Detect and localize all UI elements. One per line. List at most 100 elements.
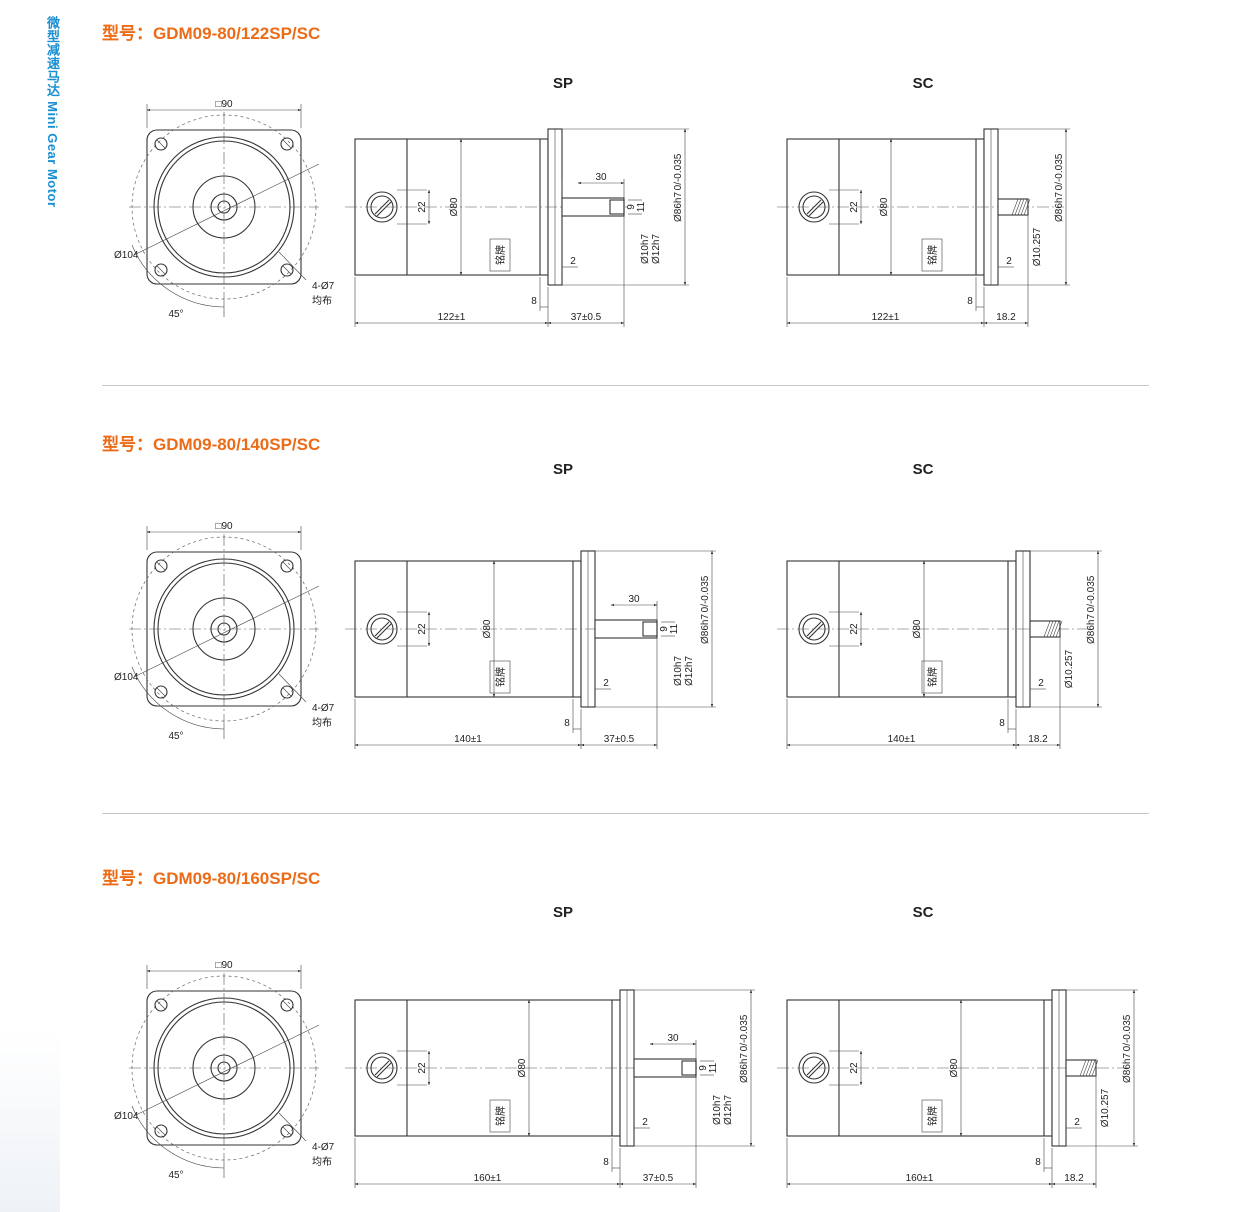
sc-view-label: SC xyxy=(913,461,934,478)
mount-hole-1 xyxy=(154,998,168,1012)
sp-shaft-d1-label: Ø10h7 xyxy=(673,656,684,686)
mount-hole-4 xyxy=(280,263,294,277)
front-diameter-label: Ø104 xyxy=(114,672,139,683)
sc-height-dim: 22 xyxy=(849,201,860,213)
sc-shaft xyxy=(1029,620,1061,638)
front-holes-note: 均布 xyxy=(312,1156,332,1168)
sp-tolerance-label: 0/-0.035 xyxy=(739,1014,750,1051)
mount-hole-mark xyxy=(282,1126,292,1136)
sc-gear-tooth xyxy=(1043,620,1051,638)
sc-length-dim: 160±1 xyxy=(906,1173,934,1184)
sp-key-length-dim: 30 xyxy=(667,1033,679,1044)
sc-terminal-slot xyxy=(808,623,824,639)
sidebar-title: 微型减速马达 Mini Gear Motor xyxy=(45,16,60,208)
sc-gear-tooth xyxy=(1046,620,1054,638)
sc-gear-tooth xyxy=(1091,1059,1099,1077)
sc-nameplate-label: 铭牌 xyxy=(926,245,939,265)
front-holes-label: 4-Ø7 xyxy=(312,281,335,292)
mount-hole-mark xyxy=(156,1126,166,1136)
sp-nameplate-box xyxy=(489,238,511,272)
sp-key-length-dim: 30 xyxy=(628,594,640,605)
sp-key-h1-label: 9 xyxy=(626,204,637,210)
mount-hole-1 xyxy=(154,137,168,151)
sc-gear-tooth xyxy=(1014,198,1022,216)
sc-terminal-slot xyxy=(808,1062,824,1078)
front-angle-label: 45° xyxy=(168,1170,183,1181)
sc-tolerance-label: 0/-0.035 xyxy=(1054,153,1065,190)
sc-flange-label: 2 xyxy=(1006,256,1012,267)
sp-shaft-d2-label: Ø12h7 xyxy=(651,234,662,264)
sp-nameplate-box xyxy=(489,1099,511,1133)
sp-key-h1-label: 9 xyxy=(659,626,670,632)
sc-flange-dia-dim: Ø86h7 xyxy=(1086,614,1097,644)
sp-body-dia-dim: Ø80 xyxy=(517,1058,528,1077)
sc-shaft-length-dim: 18.2 xyxy=(996,312,1016,323)
sp-flange-dia-dim: Ø86h7 xyxy=(673,192,684,222)
sc-nameplate-box xyxy=(921,238,943,272)
sp-view-label: SP xyxy=(553,75,573,92)
sp-key-length-dim: 30 xyxy=(595,172,607,183)
sp-nameplate-label: 铭牌 xyxy=(494,245,507,265)
mount-hole-2 xyxy=(280,137,294,151)
sc-body-dia-dim: Ø80 xyxy=(879,197,890,216)
sp-body-dia-dim: Ø80 xyxy=(449,197,460,216)
sp-nameplate-label: 铭牌 xyxy=(494,1106,507,1126)
sp-shaft-d1-label: Ø10h7 xyxy=(640,234,651,264)
diameter-leader xyxy=(133,163,320,256)
sc-nameplate-label: 铭牌 xyxy=(926,1106,939,1126)
sp-flange-label: 2 xyxy=(603,678,609,689)
sp-length-dim: 122±1 xyxy=(438,312,466,323)
sc-shaft xyxy=(1065,1059,1097,1077)
mount-hole-2 xyxy=(280,559,294,573)
sp-height-dim: 22 xyxy=(417,201,428,213)
sc-gap-label: 8 xyxy=(1035,1157,1041,1168)
sc-gear-tooth xyxy=(1049,620,1057,638)
sp-key-h2-label: 11 xyxy=(636,201,647,212)
sc-gear-tooth xyxy=(1055,620,1063,638)
front-square-dim: □90 xyxy=(215,99,233,110)
sp-height-dim: 22 xyxy=(417,1062,428,1074)
sp-length-dim: 140±1 xyxy=(454,734,482,745)
mount-hole-mark xyxy=(156,265,166,275)
holes-leader xyxy=(278,1112,307,1142)
sc-gap-label: 8 xyxy=(967,296,973,307)
mount-hole-4 xyxy=(280,1124,294,1138)
sp-key-h2-label: 11 xyxy=(708,1062,719,1073)
sc-shaft-length-dim: 18.2 xyxy=(1064,1173,1084,1184)
section-divider-2 xyxy=(102,813,1149,814)
sp-shaft xyxy=(594,619,658,639)
sp-key-h1-label: 9 xyxy=(698,1065,709,1071)
sc-gear-tooth xyxy=(1085,1059,1093,1077)
sc-gear-tooth xyxy=(1079,1059,1087,1077)
mount-hole-mark xyxy=(282,687,292,697)
angle-arc xyxy=(131,244,225,308)
mount-hole-mark xyxy=(156,139,166,149)
sc-gear-tooth xyxy=(1011,198,1019,216)
front-angle-label: 45° xyxy=(168,731,183,742)
sp-gap-label: 8 xyxy=(603,1157,609,1168)
front-holes-label: 4-Ø7 xyxy=(312,1142,335,1153)
section-divider-1 xyxy=(102,385,1149,386)
sc-height-dim: 22 xyxy=(849,1062,860,1074)
sc-shaft xyxy=(997,198,1029,216)
sc-gear-tooth xyxy=(1020,198,1028,216)
sp-key-h2-label: 11 xyxy=(669,623,680,634)
sp-tolerance-label: 0/-0.035 xyxy=(700,575,711,612)
sp-nameplate-label: 铭牌 xyxy=(494,667,507,687)
sc-height-dim: 22 xyxy=(849,623,860,635)
mount-hole-3 xyxy=(154,1124,168,1138)
sp-shaft-length-dim: 37±0.5 xyxy=(571,312,602,323)
sp-gap-label: 8 xyxy=(531,296,537,307)
sp-shaft-length-dim: 37±0.5 xyxy=(604,734,635,745)
sp-shaft xyxy=(633,1058,697,1078)
front-holes-label: 4-Ø7 xyxy=(312,703,335,714)
front-diameter-label: Ø104 xyxy=(114,250,139,261)
sp-terminal-slot xyxy=(376,623,392,639)
sp-shaft-d1-label: Ø10h7 xyxy=(712,1095,723,1125)
sp-flange-label: 2 xyxy=(570,256,576,267)
holes-leader xyxy=(278,673,307,703)
sp-view-label: SP xyxy=(553,461,573,478)
sp-terminal-slot xyxy=(376,1062,392,1078)
